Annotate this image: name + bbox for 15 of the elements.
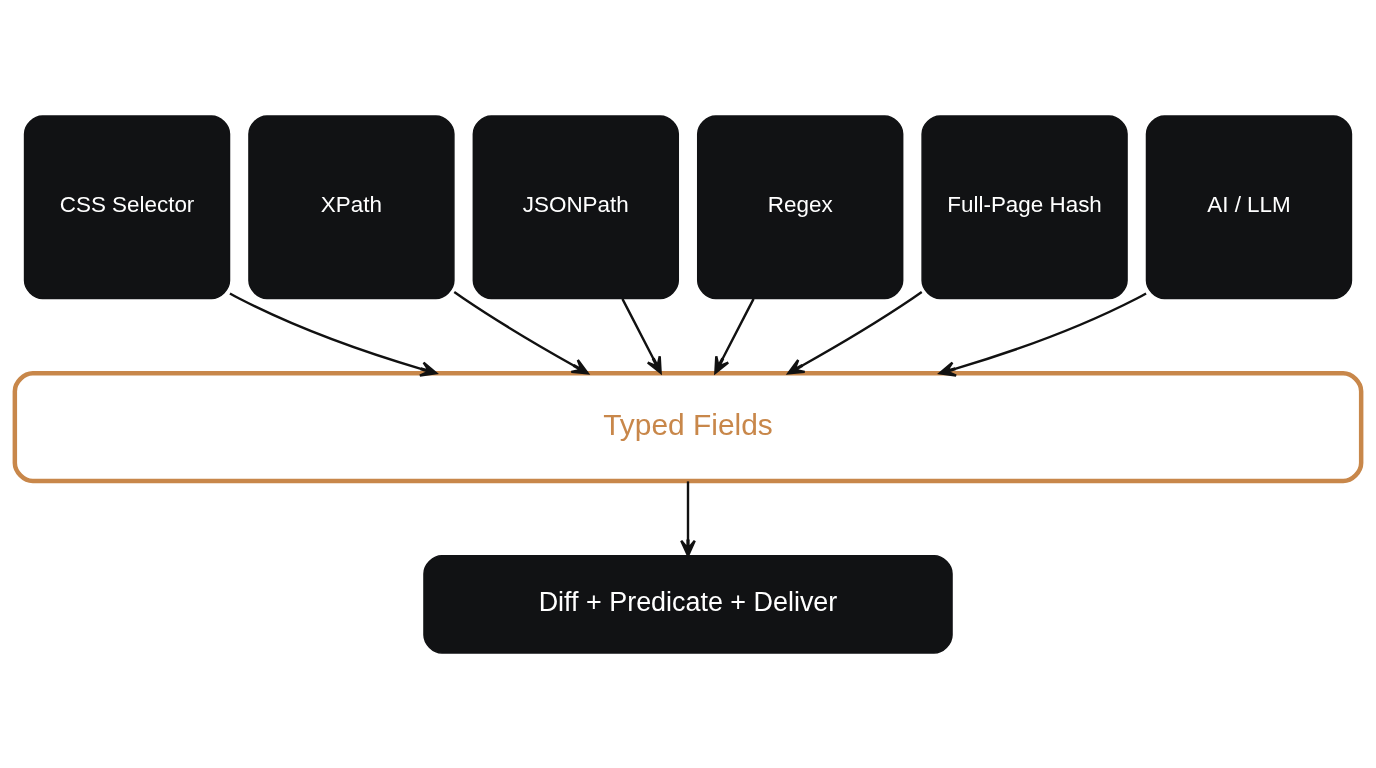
node-box: Typed Fields [12, 370, 1364, 483]
arrow [621, 297, 662, 374]
arrow [229, 291, 438, 377]
node-box: AI / LLM [1145, 114, 1353, 299]
arrow [680, 480, 696, 557]
node-box: CSS Selector [23, 114, 231, 299]
arrow [714, 297, 755, 374]
node-box: Regex [696, 114, 904, 299]
node-box: JSONPath [472, 114, 680, 299]
arrow [453, 290, 589, 374]
arrow [787, 290, 923, 374]
node-box: Full-Page Hash [921, 114, 1128, 299]
node-box: XPath [248, 114, 455, 299]
node-box: Diff + Predicate + Deliver [423, 554, 953, 654]
arrow [938, 291, 1147, 377]
